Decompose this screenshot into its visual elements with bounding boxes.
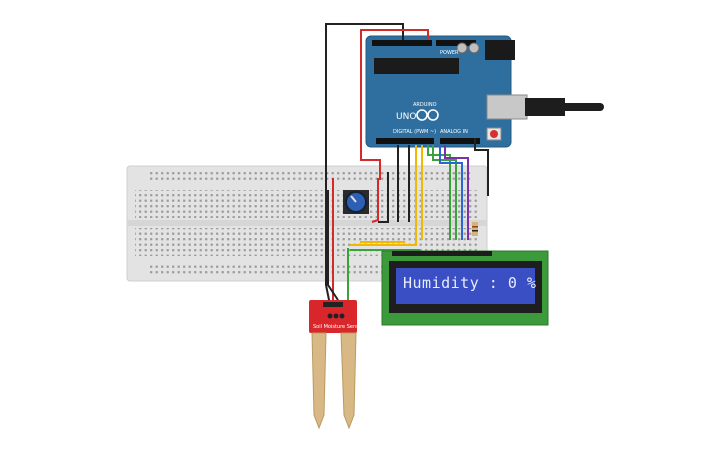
header-digital-top <box>372 40 432 46</box>
sensor-probe-right <box>340 332 357 430</box>
digital-pins-label: DIGITAL (PWM ~) <box>393 129 436 135</box>
wire-black-pot <box>378 172 389 223</box>
breadboard-upper-block <box>135 190 480 218</box>
wire-red-top <box>360 29 429 180</box>
usb-cable-plug <box>525 98 565 116</box>
infinity-logo-right <box>427 109 439 121</box>
arduino-uno-board: UNO ARDUINO DIGITAL (PWM ~) POWER ANALOG… <box>365 35 604 148</box>
lcd-screen <box>396 268 535 304</box>
capacitor-1 <box>456 42 468 54</box>
board-brand-label: ARDUINO <box>413 102 437 108</box>
potentiometer <box>343 190 369 214</box>
wire-black-right <box>474 138 489 196</box>
infinity-logo-left <box>416 109 428 121</box>
wire-blue <box>439 145 463 240</box>
wire-black-left <box>327 190 339 301</box>
analog-pins-label: ANALOG IN <box>440 129 468 135</box>
wire-purple <box>444 145 469 240</box>
wire-green-2 <box>432 145 457 240</box>
wire-red-pot <box>371 178 379 223</box>
power-jack <box>485 40 515 60</box>
board-model-label: UNO <box>396 112 416 122</box>
power-pins-label: POWER <box>440 50 459 56</box>
resistor <box>472 222 478 236</box>
breadboard-top-rail <box>150 170 470 182</box>
sensor-pin-header <box>323 302 343 307</box>
sensor-label: Soil Moisture Sensor <box>313 324 365 330</box>
lcd-display-text: Humidity : 0 % <box>403 274 536 292</box>
atmega-chip <box>374 58 459 74</box>
lcd-header-pins <box>392 251 492 256</box>
header-power-top <box>436 40 476 46</box>
header-analog-bottom <box>440 138 480 144</box>
capacitor-2 <box>468 42 480 54</box>
usb-port <box>486 94 528 120</box>
wire-yellow-1 <box>350 145 417 246</box>
header-digital-bottom <box>376 138 434 144</box>
wires <box>325 23 489 311</box>
lcd-16x2: Humidity : 0 % <box>381 250 549 326</box>
sensor-probe-left <box>311 332 327 430</box>
soil-moisture-sensor: Soil Moisture Sensor <box>309 300 365 430</box>
